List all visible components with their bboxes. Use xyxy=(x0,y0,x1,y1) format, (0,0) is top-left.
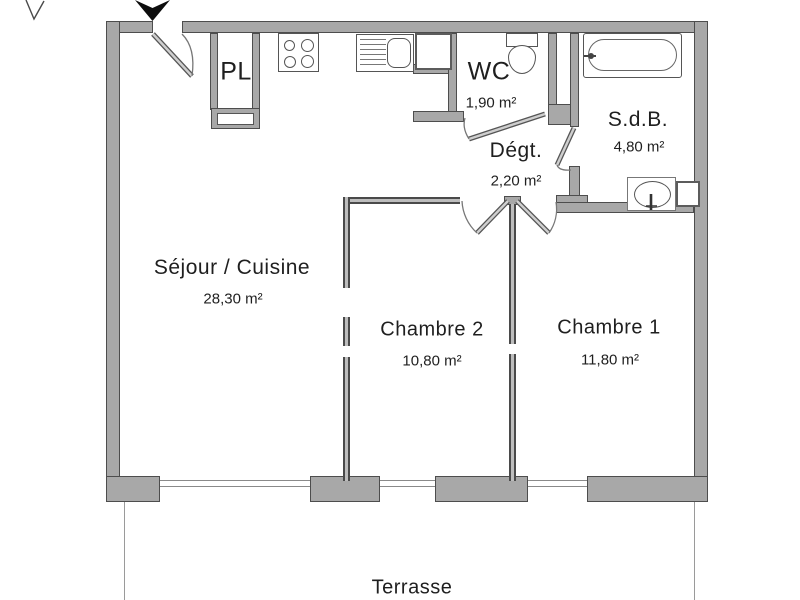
wall-wc-right xyxy=(548,33,557,112)
room-label-terrasse: Terrasse xyxy=(371,576,453,599)
wall-gap xyxy=(507,344,518,354)
door-leaf-icon xyxy=(555,127,576,166)
door-swing-arc-icon xyxy=(461,200,478,234)
terrace-edge xyxy=(694,502,695,600)
window xyxy=(160,480,310,487)
door-leaf-icon xyxy=(516,200,550,234)
bathtub-inner xyxy=(588,39,677,71)
door-leaf-icon xyxy=(468,111,546,142)
fridge-icon xyxy=(415,33,452,70)
door-leaf-icon xyxy=(554,126,577,167)
burner-icon xyxy=(284,56,296,68)
room-label-chambre1: Chambre 1 xyxy=(557,316,661,339)
washbasin-bowl xyxy=(634,181,671,208)
room-area-chambre2: 10,80 m² xyxy=(402,352,462,370)
door-leaf-icon xyxy=(152,33,193,77)
entrance-arrow-icon xyxy=(135,0,170,21)
window xyxy=(380,480,435,487)
wall-closet-right xyxy=(252,33,260,110)
door-swing-arc-icon xyxy=(463,117,470,140)
partition-wall xyxy=(343,197,350,481)
room-area-sejour: 28,30 m² xyxy=(203,290,263,308)
door-leaf-icon xyxy=(468,112,546,141)
burner-icon xyxy=(301,55,314,68)
wall xyxy=(182,21,708,33)
v-mark-icon xyxy=(25,0,45,21)
window xyxy=(528,480,587,487)
sink-basin-icon xyxy=(387,38,411,68)
closet-shelf-icon xyxy=(217,113,254,125)
partition-wall xyxy=(343,197,460,204)
room-area-sdb: 4,80 m² xyxy=(613,138,665,156)
wall xyxy=(106,476,160,502)
wall-wc-bottom xyxy=(413,111,464,122)
room-label-degagement: Dégt. xyxy=(489,139,543,162)
wall-bath-left xyxy=(570,33,579,127)
wall-gap xyxy=(341,346,352,357)
room-label-chambre2: Chambre 2 xyxy=(380,318,484,341)
room-area-chambre1: 11,80 m² xyxy=(580,351,640,369)
door-swing-arc-icon xyxy=(181,33,194,77)
stove-icon xyxy=(278,33,319,72)
room-area-wc: 1,90 m² xyxy=(465,94,517,112)
washbasin-icon xyxy=(627,177,676,211)
wall-closet-left xyxy=(210,33,218,110)
door-leaf-icon xyxy=(515,199,551,235)
bathtub-icon xyxy=(583,33,682,78)
room-label-sdb: S.d.B. xyxy=(607,108,669,131)
door-leaf-icon xyxy=(475,199,510,235)
room-label-placard: PL xyxy=(220,57,252,86)
burner-icon xyxy=(284,40,295,51)
burner-icon xyxy=(301,39,314,52)
room-label-sejour: Séjour / Cuisine xyxy=(153,256,311,279)
room-label-wc: WC xyxy=(467,57,511,86)
door-leaf-icon xyxy=(151,32,194,78)
wall xyxy=(694,21,708,502)
wall xyxy=(106,21,120,502)
terrace-edge xyxy=(124,502,125,600)
drainboard-icon xyxy=(360,39,386,68)
wall-gap xyxy=(341,288,352,317)
wall-niche-icon xyxy=(676,181,700,207)
wall xyxy=(587,476,708,502)
partition-wall xyxy=(509,204,516,481)
toilet-bowl-icon xyxy=(508,45,536,74)
door-leaf-icon xyxy=(476,200,509,234)
room-area-degagement: 2,20 m² xyxy=(490,172,542,190)
kitchen-sink-icon xyxy=(356,34,414,72)
